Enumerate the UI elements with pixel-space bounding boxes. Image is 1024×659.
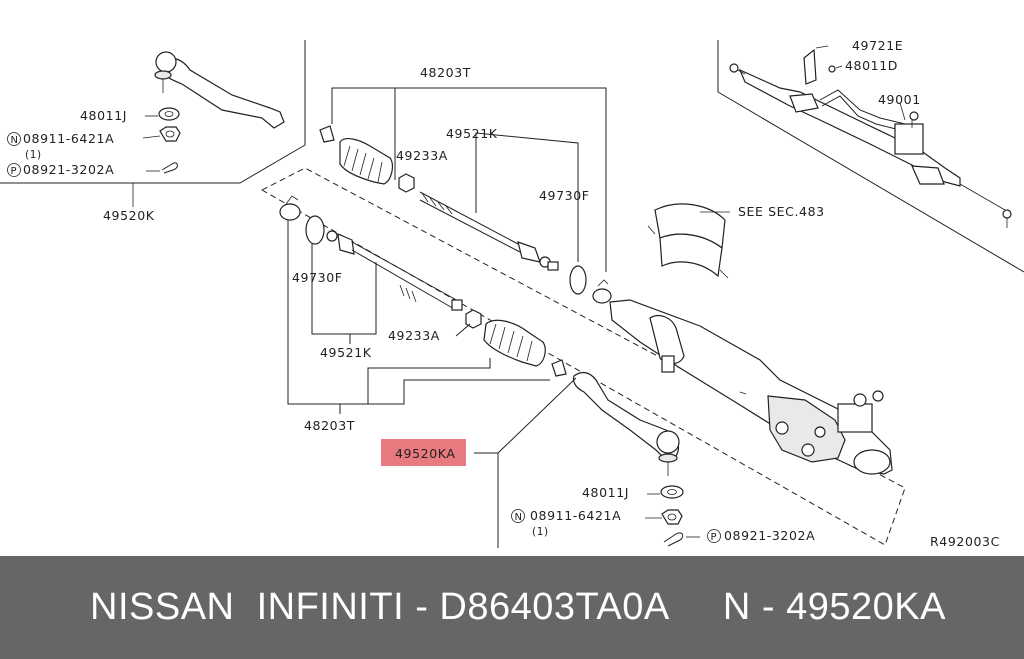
label-49721e: 49721E [852, 38, 903, 53]
label-49521k-left: 49521K [320, 345, 372, 360]
gear-assembly-inset: 49721E 48011D 49001 [717, 38, 1024, 273]
left-exploded-parts: 49730F 49233A 49521K 48203T [279, 195, 567, 433]
top-boot [339, 138, 394, 185]
lower-cotter-pin [663, 532, 684, 547]
upper-cotter-pin [161, 162, 178, 174]
svg-text:P: P [11, 166, 18, 177]
left-nut [465, 309, 482, 329]
label-48203t-top: 48203T [420, 65, 471, 80]
svg-text:P: P [711, 532, 718, 543]
label-49520ka: 49520KA [395, 446, 456, 461]
upper-washer [158, 107, 180, 121]
lower-washer [660, 485, 684, 499]
label-48011j-upper: 48011J [80, 108, 127, 123]
heat-shield-part: SEE SEC.483 [647, 203, 825, 279]
lower-nut [661, 509, 683, 525]
label-49521k-top: 49521K [446, 126, 498, 141]
label-48203t-bottom: 48203T [304, 418, 355, 433]
highlight-49520ka [381, 439, 466, 466]
diagram-code: R492003C [930, 534, 1000, 549]
top-washer [569, 265, 587, 295]
label-qty-upper: (1) [25, 149, 42, 161]
label-49730f-top: 49730F [539, 188, 590, 203]
label-08921-lower: 08921-3202A [724, 528, 815, 543]
left-boot [483, 319, 546, 367]
parts-diagram: 48011J N 08911-6421A (1) P 08921-3202A 4… [0, 38, 1024, 549]
upper-tie-rod-end [159, 57, 285, 129]
label-see-sec-483: SEE SEC.483 [738, 204, 825, 219]
label-49233a-top: 49233A [396, 148, 448, 163]
steering-rack-housing [609, 299, 893, 475]
footer-part-numbers: NISSAN INFINITI - D86403TA0A N - 49520KA [90, 586, 946, 628]
label-49520k: 49520K [103, 208, 155, 223]
svg-text:N: N [11, 135, 19, 146]
svg-text:N: N [515, 512, 523, 523]
label-08911-lower: 08911-6421A [530, 508, 621, 523]
lower-tie-rod-end-group: 49520KA 48011J N 08911-6421A (1) P 08921… [381, 371, 815, 548]
upper-nut [159, 126, 181, 142]
label-49730f-left: 49730F [292, 270, 343, 285]
top-nut [398, 173, 415, 193]
label-qty-lower: (1) [532, 526, 549, 538]
label-49233a-left: 49233A [388, 328, 440, 343]
part-number-footer: NISSAN INFINITI - D86403TA0A N - 49520KA [0, 556, 1024, 659]
label-49001: 49001 [878, 92, 921, 107]
label-48011j-lower: 48011J [582, 485, 629, 500]
label-48011d: 48011D [845, 58, 898, 73]
label-08911-upper: 08911-6421A [23, 131, 114, 146]
left-washer [305, 215, 325, 245]
label-08921-upper: 08921-3202A [23, 162, 114, 177]
main-assembly-outline [260, 167, 906, 546]
upper-tie-rod-end-group: 48011J N 08911-6421A (1) P 08921-3202A 4… [0, 40, 306, 223]
top-exploded-parts: 48203T 49233A 49521K 49730F [319, 65, 612, 304]
